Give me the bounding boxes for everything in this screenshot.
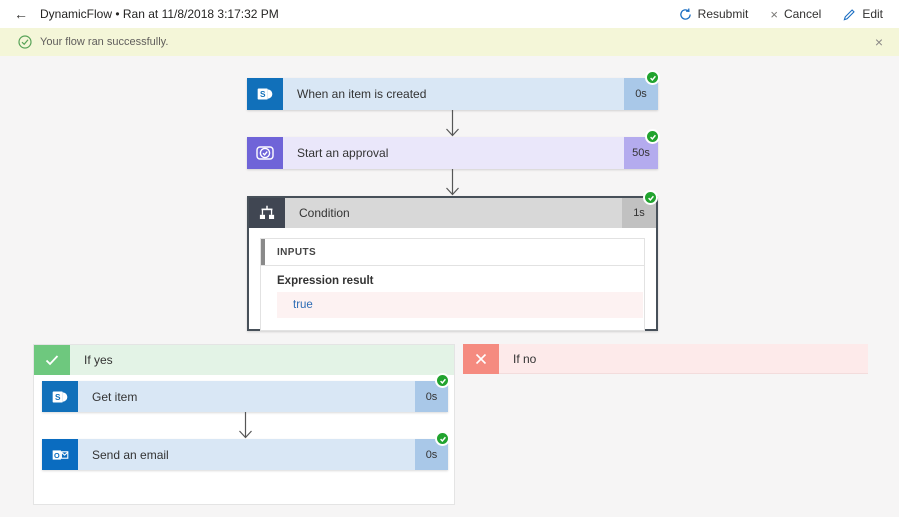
cancel-button[interactable]: × Cancel xyxy=(770,7,821,21)
sharepoint-icon: S xyxy=(42,381,78,412)
status-success-badge xyxy=(435,431,450,446)
svg-text:S: S xyxy=(55,393,61,402)
status-success-badge xyxy=(645,70,660,85)
topbar-actions: Resubmit × Cancel Edit xyxy=(679,7,883,21)
sharepoint-icon: S xyxy=(247,78,283,110)
success-check-icon xyxy=(18,35,32,49)
approvals-icon xyxy=(247,137,283,169)
branch-yes-header[interactable]: If yes xyxy=(34,345,454,375)
branch-no-container: If no xyxy=(463,344,868,374)
back-arrow-icon[interactable]: ← xyxy=(14,6,28,22)
condition-icon xyxy=(249,198,285,228)
cancel-icon: × xyxy=(770,6,778,22)
inputs-accent-bar xyxy=(261,239,265,265)
condition-header[interactable]: Condition 1s xyxy=(249,198,656,228)
condition-title: Condition xyxy=(285,198,622,228)
connector-arrow xyxy=(239,412,252,439)
condition-card: Condition 1s INPUTS Expression result tr… xyxy=(247,190,658,331)
branch-no-cross-icon xyxy=(463,344,499,374)
branch-no-header[interactable]: If no xyxy=(463,344,868,374)
action-card-start-approval[interactable]: Start an approval 50s xyxy=(247,129,660,169)
status-success-badge xyxy=(643,190,658,205)
flow-run-canvas: S When an item is created 0s Start an ap… xyxy=(0,56,899,517)
expression-result-value: true xyxy=(277,292,643,318)
approval-title: Start an approval xyxy=(283,137,624,169)
branch-yes-label: If yes xyxy=(70,345,454,375)
inputs-section-header: INPUTS xyxy=(261,239,644,266)
outlook-icon: O xyxy=(42,439,78,470)
edit-pencil-icon xyxy=(843,8,856,21)
resubmit-icon xyxy=(679,8,692,21)
branch-yes-container: If yes S Get item 0s xyxy=(33,344,455,505)
condition-inputs-box: INPUTS Expression result true xyxy=(260,238,645,331)
expression-result-label: Expression result xyxy=(277,275,374,287)
branch-no-label: If no xyxy=(499,344,868,374)
inputs-label: INPUTS xyxy=(277,246,317,258)
status-success-badge xyxy=(645,129,660,144)
get-item-title: Get item xyxy=(78,381,415,412)
success-banner: Your flow ran successfully. × xyxy=(0,28,899,56)
edit-label: Edit xyxy=(862,7,883,21)
action-card-get-item[interactable]: S Get item 0s xyxy=(42,373,450,412)
condition-content: INPUTS Expression result true xyxy=(249,228,656,331)
svg-text:S: S xyxy=(260,90,266,99)
run-details-topbar: ← DynamicFlow • Ran at 11/8/2018 3:17:32… xyxy=(0,0,899,28)
trigger-card-when-item-created[interactable]: S When an item is created 0s xyxy=(247,70,660,110)
status-success-badge xyxy=(435,373,450,388)
resubmit-label: Resubmit xyxy=(697,7,749,21)
branch-yes-check-icon xyxy=(34,345,70,375)
edit-button[interactable]: Edit xyxy=(843,7,883,21)
banner-message: Your flow ran successfully. xyxy=(40,36,169,48)
banner-close-icon[interactable]: × xyxy=(874,34,883,50)
connector-arrow xyxy=(446,110,459,137)
cancel-label: Cancel xyxy=(783,7,822,21)
svg-text:O: O xyxy=(54,451,60,460)
trigger-title: When an item is created xyxy=(283,78,624,110)
run-title: DynamicFlow • Ran at 11/8/2018 3:17:32 P… xyxy=(40,7,279,21)
action-card-send-email[interactable]: O Send an email 0s xyxy=(42,431,450,470)
resubmit-button[interactable]: Resubmit xyxy=(679,7,749,21)
send-email-title: Send an email xyxy=(78,439,415,470)
connector-arrow xyxy=(446,169,459,196)
